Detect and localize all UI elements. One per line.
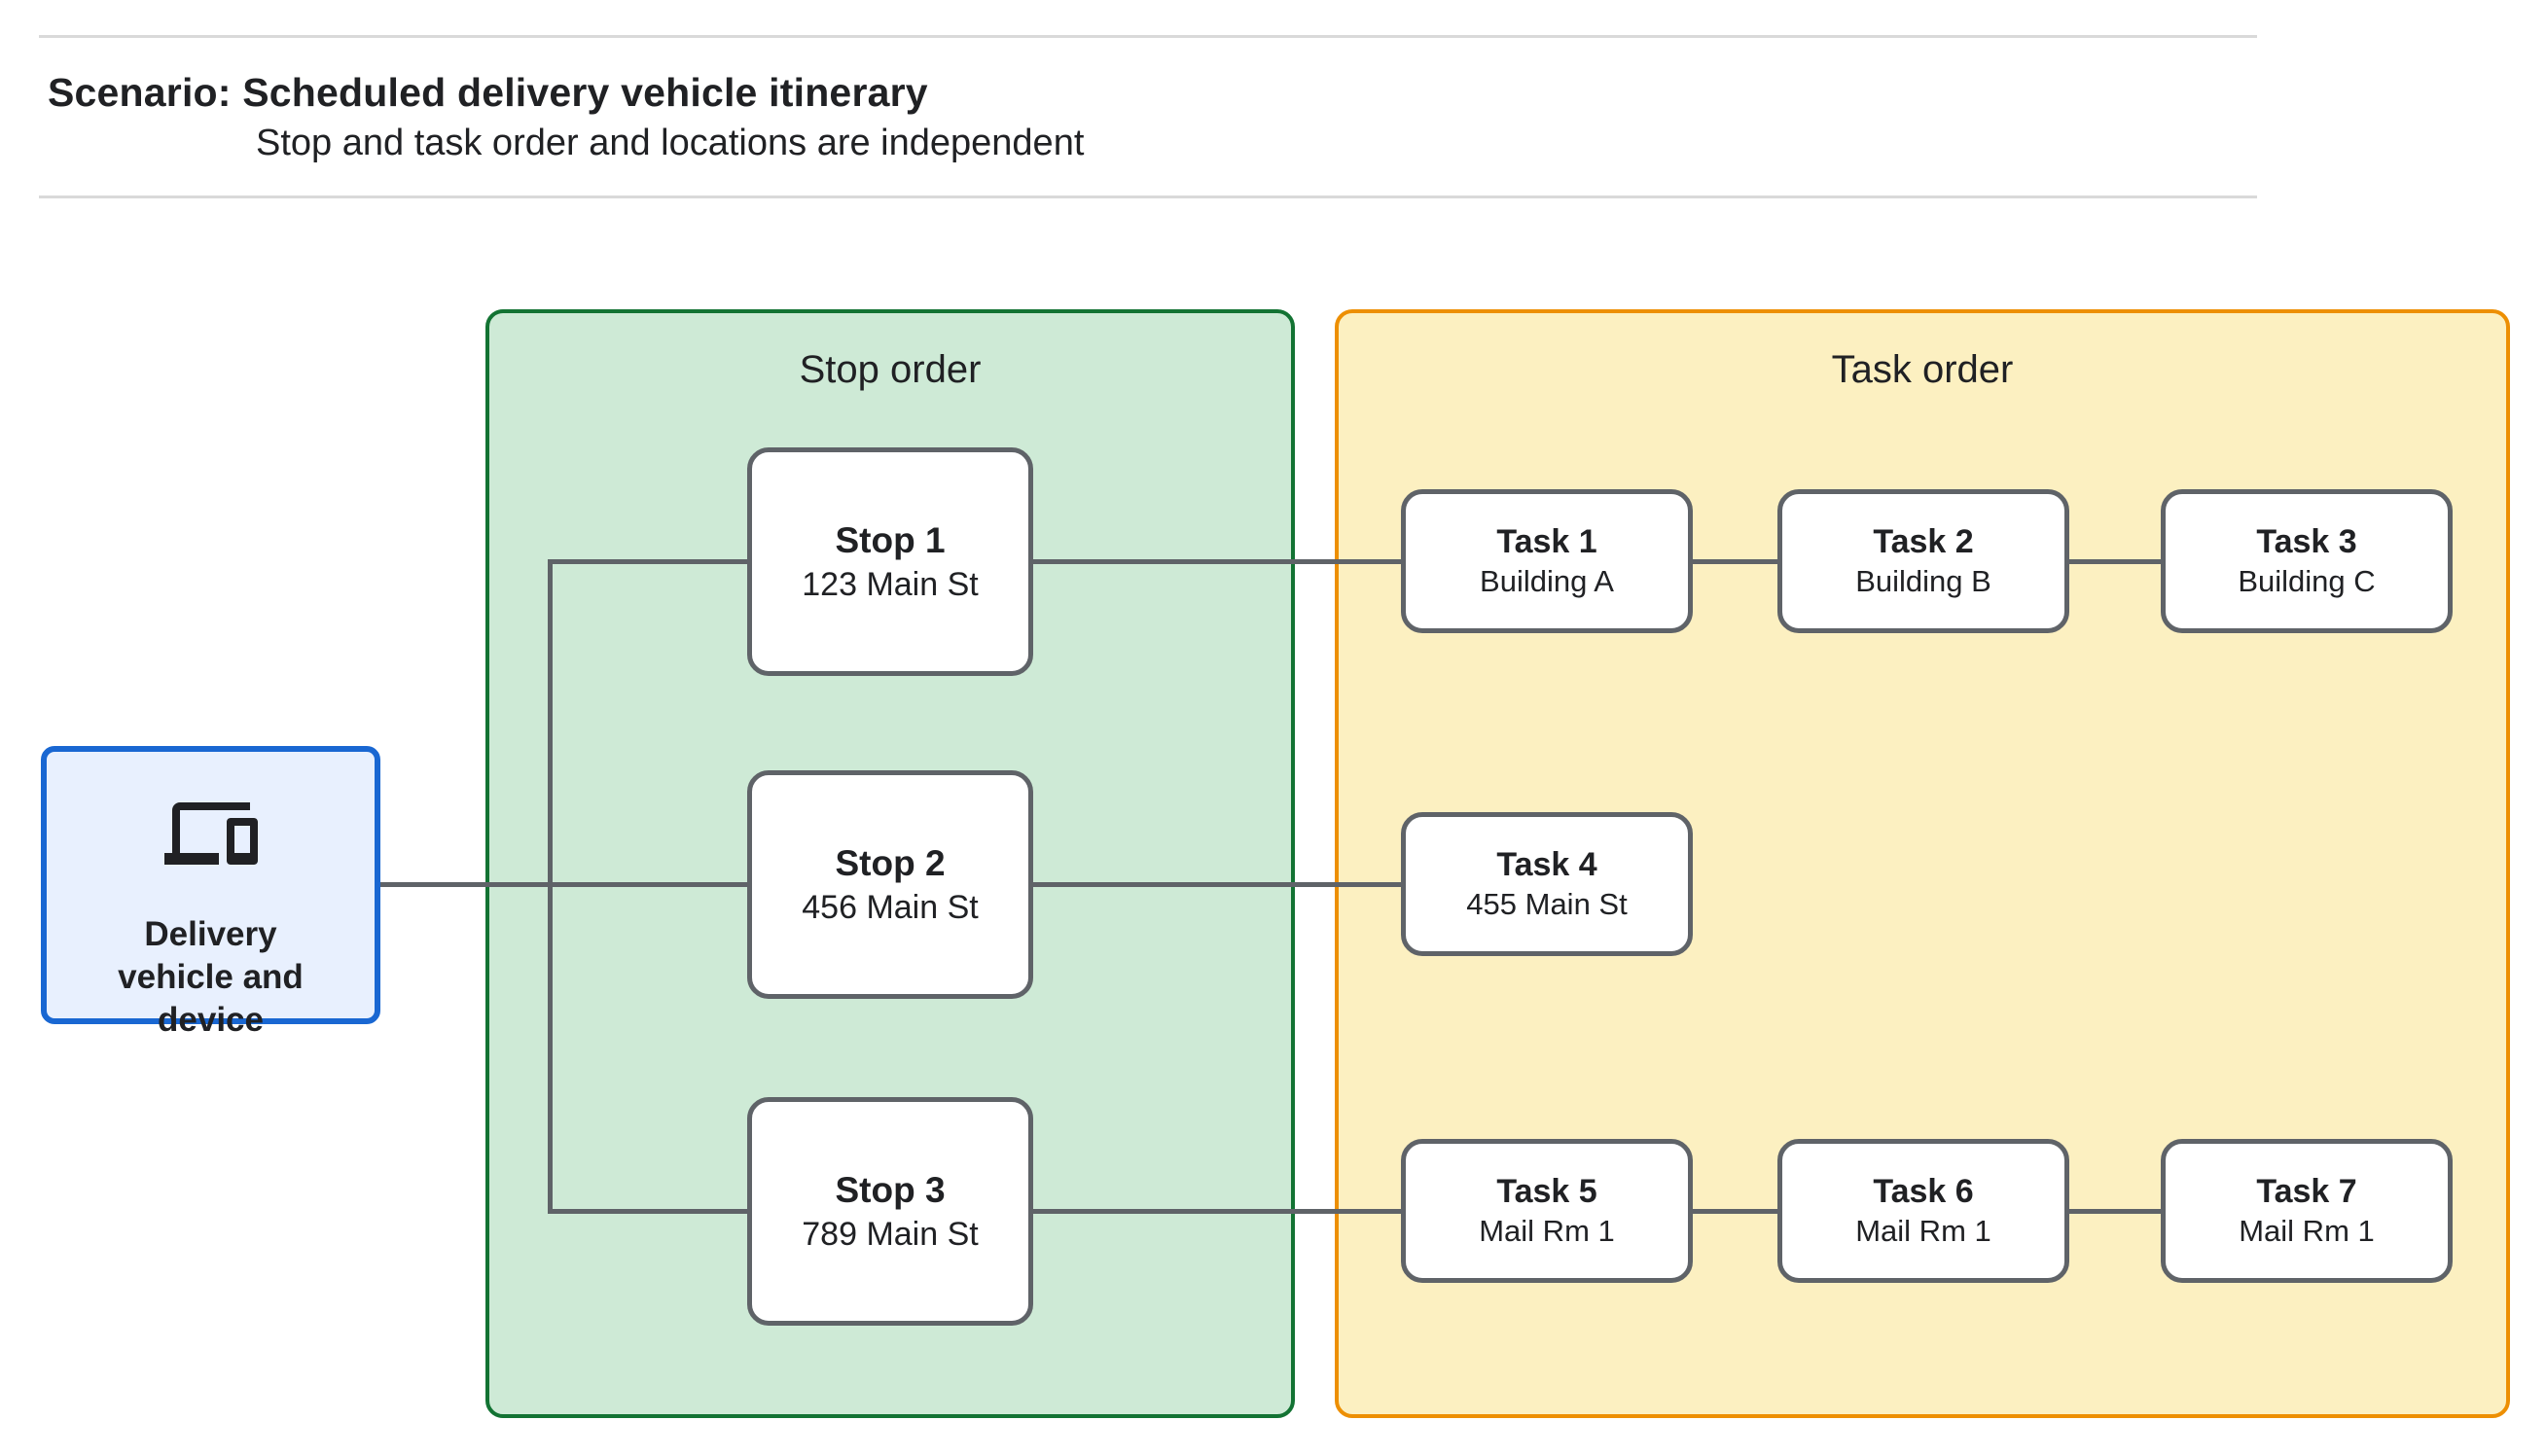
task-6-location: Mail Rm 1 xyxy=(1855,1214,1991,1248)
stop-1-location: 123 Main St xyxy=(802,565,979,603)
connector-stop3-to-task5 xyxy=(1033,1209,1401,1214)
stop-1-node: Stop 1 123 Main St xyxy=(747,447,1033,676)
connector-task1-to-task2 xyxy=(1693,559,1777,564)
task-4-node: Task 4 455 Main St xyxy=(1401,812,1693,956)
task-2-node: Task 2 Building B xyxy=(1777,489,2069,633)
header-divider xyxy=(39,195,2257,198)
stop-3-node: Stop 3 789 Main St xyxy=(747,1097,1033,1326)
task-1-location: Building A xyxy=(1480,564,1614,598)
task-4-location: 455 Main St xyxy=(1466,887,1628,921)
task-3-node: Task 3 Building C xyxy=(2161,489,2453,633)
task-5-title: Task 5 xyxy=(1496,1173,1597,1210)
page-subtitle: Stop and task order and locations are in… xyxy=(256,123,1085,163)
stop-2-location: 456 Main St xyxy=(802,888,979,926)
connector-vehicle-to-stop2 xyxy=(380,882,747,887)
task-4-title: Task 4 xyxy=(1496,846,1597,883)
top-divider xyxy=(39,35,2257,38)
connector-task6-to-task7 xyxy=(2069,1209,2161,1214)
stop-3-title: Stop 3 xyxy=(835,1169,946,1210)
stop-3-location: 789 Main St xyxy=(802,1215,979,1253)
connector-task5-to-task6 xyxy=(1693,1209,1777,1214)
connector-stop2-to-task4 xyxy=(1033,882,1401,887)
stop-order-panel-title: Stop order xyxy=(799,348,982,391)
connector-stop1-to-task1 xyxy=(1033,559,1401,564)
stop-2-title: Stop 2 xyxy=(835,842,946,883)
devices-icon xyxy=(163,789,258,878)
delivery-vehicle-label: Delivery vehicle and device xyxy=(118,915,304,1039)
page-title: Scenario: Scheduled delivery vehicle iti… xyxy=(48,70,928,115)
connector-branch-to-stop1 xyxy=(548,559,747,564)
delivery-vehicle-node: Delivery vehicle and device xyxy=(41,746,380,1039)
connector-trunk-vertical xyxy=(548,559,553,1214)
task-2-title: Task 2 xyxy=(1873,523,1974,560)
task-6-title: Task 6 xyxy=(1873,1173,1974,1210)
task-7-location: Mail Rm 1 xyxy=(2239,1214,2375,1248)
task-7-node: Task 7 Mail Rm 1 xyxy=(2161,1139,2453,1283)
task-1-node: Task 1 Building A xyxy=(1401,489,1693,633)
task-6-node: Task 6 Mail Rm 1 xyxy=(1777,1139,2069,1283)
stop-1-title: Stop 1 xyxy=(835,519,946,560)
task-order-panel-title: Task order xyxy=(1831,348,2014,391)
task-7-title: Task 7 xyxy=(2256,1173,2357,1210)
stop-2-node: Stop 2 456 Main St xyxy=(747,770,1033,999)
task-1-title: Task 1 xyxy=(1496,523,1597,560)
connector-task2-to-task3 xyxy=(2069,559,2161,564)
task-5-location: Mail Rm 1 xyxy=(1479,1214,1615,1248)
task-3-title: Task 3 xyxy=(2256,523,2357,560)
task-2-location: Building B xyxy=(1855,564,1991,598)
connector-branch-to-stop3 xyxy=(548,1209,747,1214)
task-5-node: Task 5 Mail Rm 1 xyxy=(1401,1139,1693,1283)
task-3-location: Building C xyxy=(2238,564,2376,598)
